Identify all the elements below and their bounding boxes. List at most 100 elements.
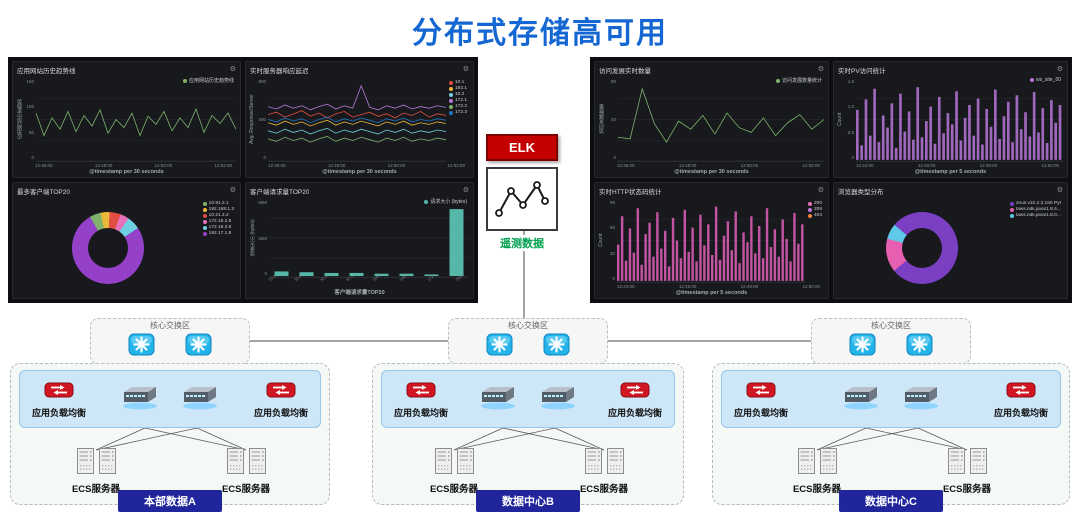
legend-item[interactable]: 192.168.1.3 (202, 207, 234, 212)
legend-color-dot (202, 201, 207, 206)
load-balancer-router-icon (406, 380, 436, 405)
legend-item[interactable]: 10.2 (448, 92, 467, 97)
gear-icon[interactable]: ⚙ (229, 66, 236, 73)
legend-item[interactable]: 172.2 (448, 104, 467, 109)
legend-item[interactable]: 206 (807, 207, 822, 212)
legend-item[interactable]: zeus.v10.2.3.150 PyP... (1010, 201, 1061, 206)
y-tick: 1.5 (847, 79, 854, 84)
x-tick: 12:46:00 (35, 163, 53, 168)
server-rack-icon (947, 448, 965, 474)
telemetry-chart-box (486, 167, 558, 231)
panel-header: 访问发展实时数量⚙ (595, 62, 828, 75)
legend-item[interactable]: 172.16.2.5 (202, 219, 234, 224)
panel-title: 实时PV访问统计 (838, 67, 886, 75)
core-switch-zone-1: 核心交换区 (90, 318, 250, 364)
y-tick: 30 (609, 250, 615, 256)
legend-item[interactable]: 192.17.1.8 (202, 231, 234, 236)
legend-item[interactable]: 200 (807, 201, 822, 206)
lb-switch-icon (904, 387, 938, 410)
gear-icon[interactable]: ⚙ (462, 66, 469, 73)
lb-left-group: 应用负载均衡 (32, 380, 86, 419)
chart-plot (617, 198, 805, 283)
y-axis-label: 访问发展数量 (599, 104, 605, 135)
lb-switch-icon (902, 383, 940, 415)
load-balancer-router-icon (1006, 382, 1036, 397)
server-rack-icon (819, 448, 837, 479)
line-chart (36, 97, 236, 162)
load-balancer-router-icon (44, 380, 74, 405)
lb-switch-icon (183, 387, 217, 410)
y-tick: 60 (609, 225, 615, 231)
legend-item[interactable]: 10.1 (448, 80, 467, 85)
gear-icon[interactable]: ⚙ (462, 187, 469, 194)
legend-item[interactable]: 应用网站历史趋势线 (182, 77, 234, 84)
panel-title: 客户端请求量TOP20 (250, 188, 310, 196)
legend-item[interactable]: 10.91.2.1 (202, 201, 234, 206)
lb-switch-icon (539, 383, 577, 415)
legend-item[interactable]: 172.18.3.6 (202, 225, 234, 230)
chart-plot: 请求大小 (bytes) (269, 198, 469, 278)
y-tick: 100 (26, 104, 34, 110)
gear-icon[interactable]: ⚙ (1056, 187, 1063, 194)
racks (409, 448, 499, 479)
load-balancer-label: 应用负载均衡 (253, 407, 308, 418)
y-tick: 50 (28, 129, 34, 135)
y-tick: 45M (258, 235, 267, 241)
x-tick: 12:50:00 (1041, 163, 1059, 168)
load-balancer-label: 应用负载均衡 (607, 407, 662, 418)
multiline-chart (268, 77, 446, 162)
panel-header: 实时PV访问统计 ⚙ (834, 62, 1067, 75)
y-tick: 150 (26, 79, 34, 84)
legend-item[interactable]: 192.1 (448, 86, 467, 91)
core-icons (91, 332, 249, 362)
datacenter-3: 应用负载均衡 应用负载均衡 ECS服务器 (712, 363, 1070, 512)
lb-switch-icon (541, 387, 575, 410)
x-tick: 12:52:00 (447, 163, 465, 168)
chart-plot (16, 198, 200, 297)
donut-chart (71, 211, 144, 284)
chart-plot: ws_site_00 (856, 77, 1063, 162)
x-tick: 12:48:00 (678, 163, 697, 168)
legend-item[interactable]: laws.ndk.java/1.8.0... (1010, 213, 1061, 218)
load-balancer-router-icon (266, 380, 296, 405)
y-axis-label: Count (598, 233, 604, 248)
legend-item[interactable]: 请求大小 (bytes) (424, 198, 467, 205)
panel-header: 浏览器类型分布⚙ (834, 183, 1067, 196)
gear-icon[interactable]: ⚙ (817, 187, 824, 194)
y-tick: 0 (613, 155, 616, 160)
load-balancer-label: 应用负载均衡 (993, 407, 1048, 418)
core-switch-zone-3: 核心交换区 (811, 318, 971, 364)
gear-icon[interactable]: ⚙ (817, 66, 824, 73)
gear-icon[interactable]: ⚙ (229, 187, 236, 194)
legend-color-dot (448, 92, 453, 97)
legend-item[interactable]: 172.3 (448, 110, 467, 115)
legend-item[interactable]: 10.21.4.2 (202, 213, 234, 218)
ecs-server-group: ECS服务器 (772, 448, 862, 495)
panel-header: 实时服务器响应延迟⚙ (246, 62, 473, 75)
gear-icon[interactable]: ⚙ (1056, 66, 1063, 73)
legend-item[interactable]: 404 (807, 213, 822, 218)
bars-chart (269, 209, 469, 278)
core-zone-label: 核心交换区 (871, 321, 911, 330)
y-axis-label: 请求大小 (bytes) (250, 219, 256, 257)
core-switch-icon (486, 333, 513, 356)
lb-right-group: 应用负载均衡 (254, 380, 308, 419)
legend-item[interactable]: laws.ndk.java/1.8.4... (1010, 207, 1061, 212)
donut-chart (886, 211, 958, 284)
server-rack-icon (584, 448, 602, 479)
legend-item[interactable]: 访问发展数量统计 (775, 77, 822, 84)
server-rack-icon (226, 448, 244, 474)
panel-header: 客户端请求量TOP20 ⚙ (246, 183, 473, 196)
legend-item[interactable]: ws_site_00 (1029, 77, 1061, 83)
legend-item[interactable]: 172.1 (448, 98, 467, 103)
